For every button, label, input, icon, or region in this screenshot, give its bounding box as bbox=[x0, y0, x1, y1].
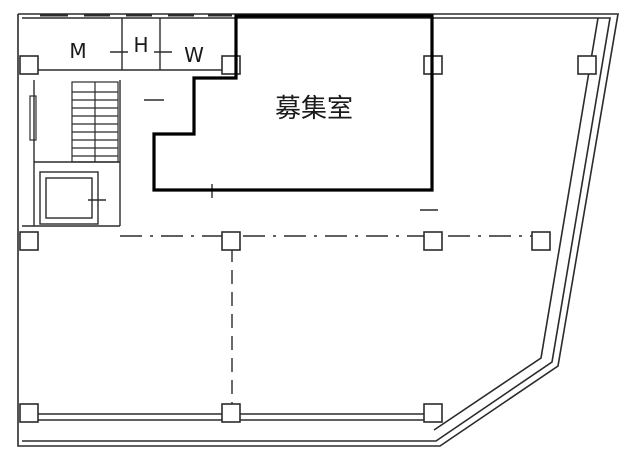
label-recruiting-room: 募集室 bbox=[275, 94, 353, 124]
stairs bbox=[29, 81, 119, 163]
label-women-restroom: W bbox=[184, 43, 204, 67]
columns bbox=[19, 55, 597, 423]
column bbox=[221, 231, 241, 251]
elevator bbox=[39, 171, 106, 225]
recruiting-room-outline bbox=[152, 14, 434, 192]
column bbox=[423, 403, 443, 423]
column bbox=[423, 231, 443, 251]
column bbox=[19, 55, 39, 75]
label-hot-water-room: H bbox=[133, 33, 148, 57]
column bbox=[577, 55, 597, 75]
column bbox=[19, 231, 39, 251]
label-men-restroom: M bbox=[69, 39, 86, 63]
column bbox=[531, 231, 551, 251]
column bbox=[221, 403, 241, 423]
outer-wall bbox=[17, 13, 619, 447]
column bbox=[19, 403, 39, 423]
partition-lines bbox=[120, 235, 532, 404]
core-walls bbox=[22, 18, 236, 227]
